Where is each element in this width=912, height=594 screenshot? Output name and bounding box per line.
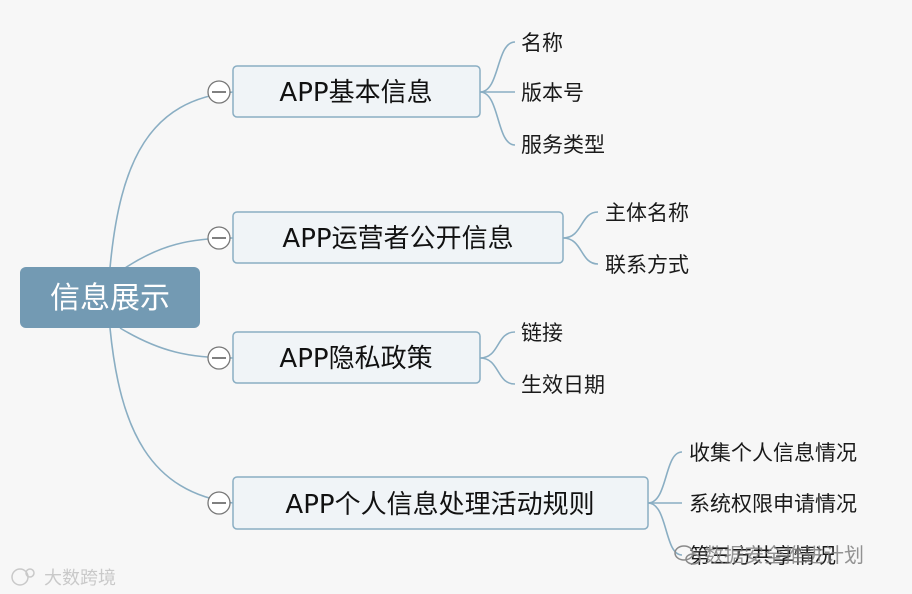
collapse-toggle-branch-3[interactable]: [207, 346, 231, 370]
branch-node-app-basic-info[interactable]: APP基本信息: [232, 65, 481, 118]
leaf-node-link[interactable]: 链接: [521, 321, 563, 345]
branch-label: APP个人信息处理活动规则: [285, 490, 594, 520]
leaf-edges: [479, 41, 683, 556]
leaf-node-permission[interactable]: 系统权限申请情况: [689, 492, 857, 516]
leaf-node-service-type[interactable]: 服务类型: [521, 133, 605, 157]
wechat-bubble-icon: [685, 553, 701, 565]
edge-root-branch-4: [109, 327, 234, 504]
edge-b1-leaf-3: [479, 91, 516, 146]
watermark-logo-dot-icon: [25, 568, 35, 578]
edge-b4-leaf-3: [647, 502, 683, 556]
root-label: 信息展示: [50, 281, 170, 316]
edge-b3-leaf-1: [479, 331, 516, 359]
edge-b2-leaf-2: [562, 237, 599, 265]
leaf-node-contact[interactable]: 联系方式: [605, 253, 689, 277]
leaf-node-version[interactable]: 版本号: [521, 81, 584, 105]
collapse-toggle-branch-2[interactable]: [207, 226, 231, 250]
watermark-left: 大数跨境: [11, 568, 116, 589]
leaf-node-effective-date[interactable]: 生效日期: [521, 373, 605, 397]
edge-root-branch-1: [109, 91, 234, 269]
branch-node-app-personal-info-rules[interactable]: APP个人信息处理活动规则: [232, 476, 649, 530]
collapse-toggle-branch-1[interactable]: [207, 80, 231, 104]
edge-b1-leaf-1: [479, 41, 516, 93]
watermark-left-text: 大数跨境: [44, 568, 116, 589]
edge-b4-leaf-1: [647, 451, 683, 504]
wechat-icon: [674, 545, 694, 561]
watermark-right-text: 数据安全推进计划: [704, 543, 864, 567]
edge-b2-leaf-1: [562, 211, 599, 239]
edge-b3-leaf-2: [479, 357, 516, 385]
branch-label: APP运营者公开信息: [282, 224, 513, 254]
branch-label: APP隐私政策: [279, 344, 432, 374]
leaf-node-entity-name[interactable]: 主体名称: [605, 201, 689, 225]
collapse-toggle-branch-4[interactable]: [207, 491, 231, 515]
leaf-node-name[interactable]: 名称: [521, 31, 563, 55]
leaf-node-collection[interactable]: 收集个人信息情况: [689, 441, 857, 465]
branch-label: APP基本信息: [279, 78, 432, 108]
root-node[interactable]: 信息展示: [20, 267, 200, 328]
root-edges: [109, 91, 234, 504]
leaf-node-third-party-sharing[interactable]: 第三方共享情况: [689, 544, 836, 568]
watermark-right: 数据安全推进计划: [674, 543, 864, 567]
branch-node-app-privacy-policy[interactable]: APP隐私政策: [232, 331, 481, 384]
branch-node-app-operator-info[interactable]: APP运营者公开信息: [232, 211, 564, 264]
